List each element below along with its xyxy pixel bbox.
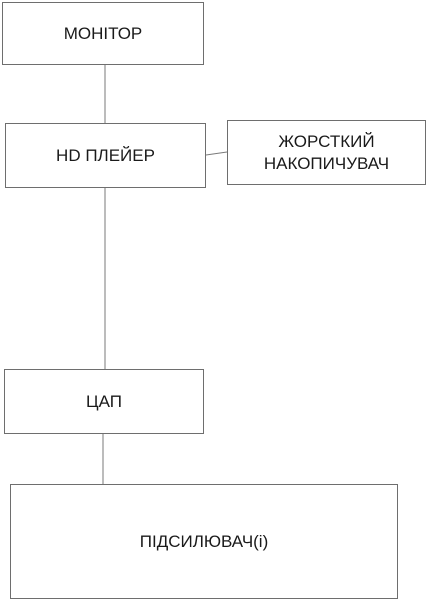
hard-drive-label: ЖОРСТКИЙ НАКОПИЧУВАЧ	[263, 131, 390, 173]
monitor-node: МОНІТОР	[2, 2, 204, 65]
amplifier-node: ПІДСИЛЮВАЧ(і)	[10, 484, 398, 599]
hd-player-node: HD ПЛЕЙЕР	[5, 123, 206, 188]
monitor-label: МОНІТОР	[63, 23, 143, 43]
edge-player-drive	[205, 151, 228, 156]
dac-node: ЦАП	[4, 369, 204, 434]
amplifier-label: ПІДСИЛЮВАЧ(і)	[139, 531, 269, 551]
hd-player-label: HD ПЛЕЙЕР	[56, 145, 155, 165]
dac-label: ЦАП	[86, 391, 122, 411]
hard-drive-node: ЖОРСТКИЙ НАКОПИЧУВАЧ	[227, 120, 426, 185]
